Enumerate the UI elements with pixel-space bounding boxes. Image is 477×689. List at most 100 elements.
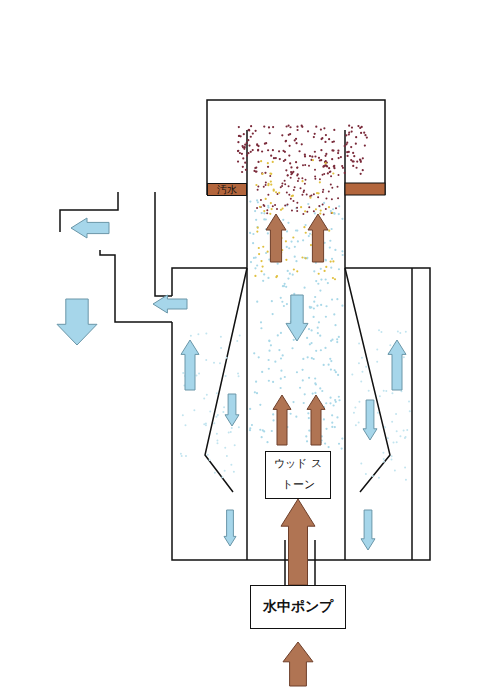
bubble xyxy=(325,197,327,199)
bubble xyxy=(341,305,343,307)
flow-arrow xyxy=(181,340,199,390)
bubble xyxy=(291,209,293,211)
bubble xyxy=(376,348,378,350)
bubble xyxy=(341,250,343,252)
bubble xyxy=(256,143,258,145)
bubble xyxy=(258,253,260,255)
bubble xyxy=(334,324,336,326)
bubble xyxy=(283,305,285,307)
bubble xyxy=(254,267,256,269)
bubble xyxy=(334,399,336,401)
bubble xyxy=(267,166,269,168)
bubble xyxy=(282,285,284,287)
bubble xyxy=(297,240,299,242)
bubble xyxy=(399,435,401,437)
air-arrow xyxy=(281,499,315,585)
bubble xyxy=(348,133,350,135)
bubble xyxy=(358,422,360,424)
bubble xyxy=(230,431,232,433)
bubble xyxy=(353,155,355,157)
bubble xyxy=(242,157,244,159)
bubble xyxy=(331,414,333,416)
bubble xyxy=(330,267,332,269)
bubble xyxy=(405,331,407,333)
bubble xyxy=(314,155,316,157)
bubble xyxy=(333,129,335,131)
bubble xyxy=(322,204,324,206)
bubble xyxy=(323,270,325,272)
bubble xyxy=(308,377,310,379)
bubble xyxy=(309,307,311,309)
bubble xyxy=(330,340,332,342)
bubble xyxy=(237,141,239,143)
bubble xyxy=(405,479,407,481)
air-arrow xyxy=(273,395,291,445)
bubble xyxy=(295,260,297,262)
bubble xyxy=(296,129,298,131)
bubble xyxy=(332,260,334,262)
bubble xyxy=(325,305,327,307)
bubble xyxy=(246,142,248,144)
bubble xyxy=(348,132,350,134)
bubble xyxy=(251,424,253,426)
bubble xyxy=(257,227,259,229)
bubble xyxy=(267,205,269,207)
bubble xyxy=(317,327,319,329)
bubble xyxy=(268,126,270,128)
bubble xyxy=(301,126,303,128)
bubble xyxy=(331,422,333,424)
bubble xyxy=(265,181,267,183)
bubble xyxy=(256,264,258,266)
bubble xyxy=(338,396,340,398)
bubble xyxy=(256,207,258,209)
bubble xyxy=(271,208,273,210)
bubble xyxy=(350,159,352,161)
bubble xyxy=(314,178,316,180)
bubble xyxy=(289,133,291,135)
bubble xyxy=(397,330,399,332)
bubble xyxy=(266,209,268,211)
bubble xyxy=(257,161,259,163)
bubble xyxy=(286,230,288,232)
bubble xyxy=(304,393,306,395)
bubble xyxy=(353,160,355,162)
bubble xyxy=(267,162,269,164)
bubble xyxy=(351,126,353,128)
bubble xyxy=(223,406,225,408)
bubble xyxy=(306,194,308,196)
bubble xyxy=(236,340,238,342)
bubble xyxy=(361,371,363,373)
bubble xyxy=(265,142,267,144)
bubble xyxy=(325,278,327,280)
skimmer-walls xyxy=(60,100,430,585)
foam-band: 汚水 xyxy=(207,183,247,196)
bubble xyxy=(329,246,331,248)
bubble xyxy=(308,328,310,330)
bubble xyxy=(333,213,335,215)
bubble xyxy=(341,447,343,449)
bubble xyxy=(380,331,382,333)
bubble xyxy=(315,280,317,282)
bubble xyxy=(328,191,330,193)
bubble xyxy=(325,134,327,136)
bubble xyxy=(220,347,222,349)
bubble xyxy=(307,412,309,414)
bubble xyxy=(332,150,334,152)
bubble xyxy=(296,167,298,169)
bubble xyxy=(255,184,257,186)
bubble xyxy=(287,270,289,272)
bubble xyxy=(314,392,316,394)
bubble xyxy=(255,130,257,132)
bubble xyxy=(216,439,218,441)
bubble xyxy=(403,429,405,431)
bubble xyxy=(274,204,276,206)
bubble xyxy=(265,198,267,200)
bubble xyxy=(282,150,284,152)
bubble xyxy=(323,418,325,420)
bubble xyxy=(272,161,274,163)
bubble xyxy=(324,442,326,444)
bubble xyxy=(307,130,309,132)
bubble xyxy=(309,233,311,235)
bubble xyxy=(267,184,269,186)
bubble xyxy=(285,240,287,242)
